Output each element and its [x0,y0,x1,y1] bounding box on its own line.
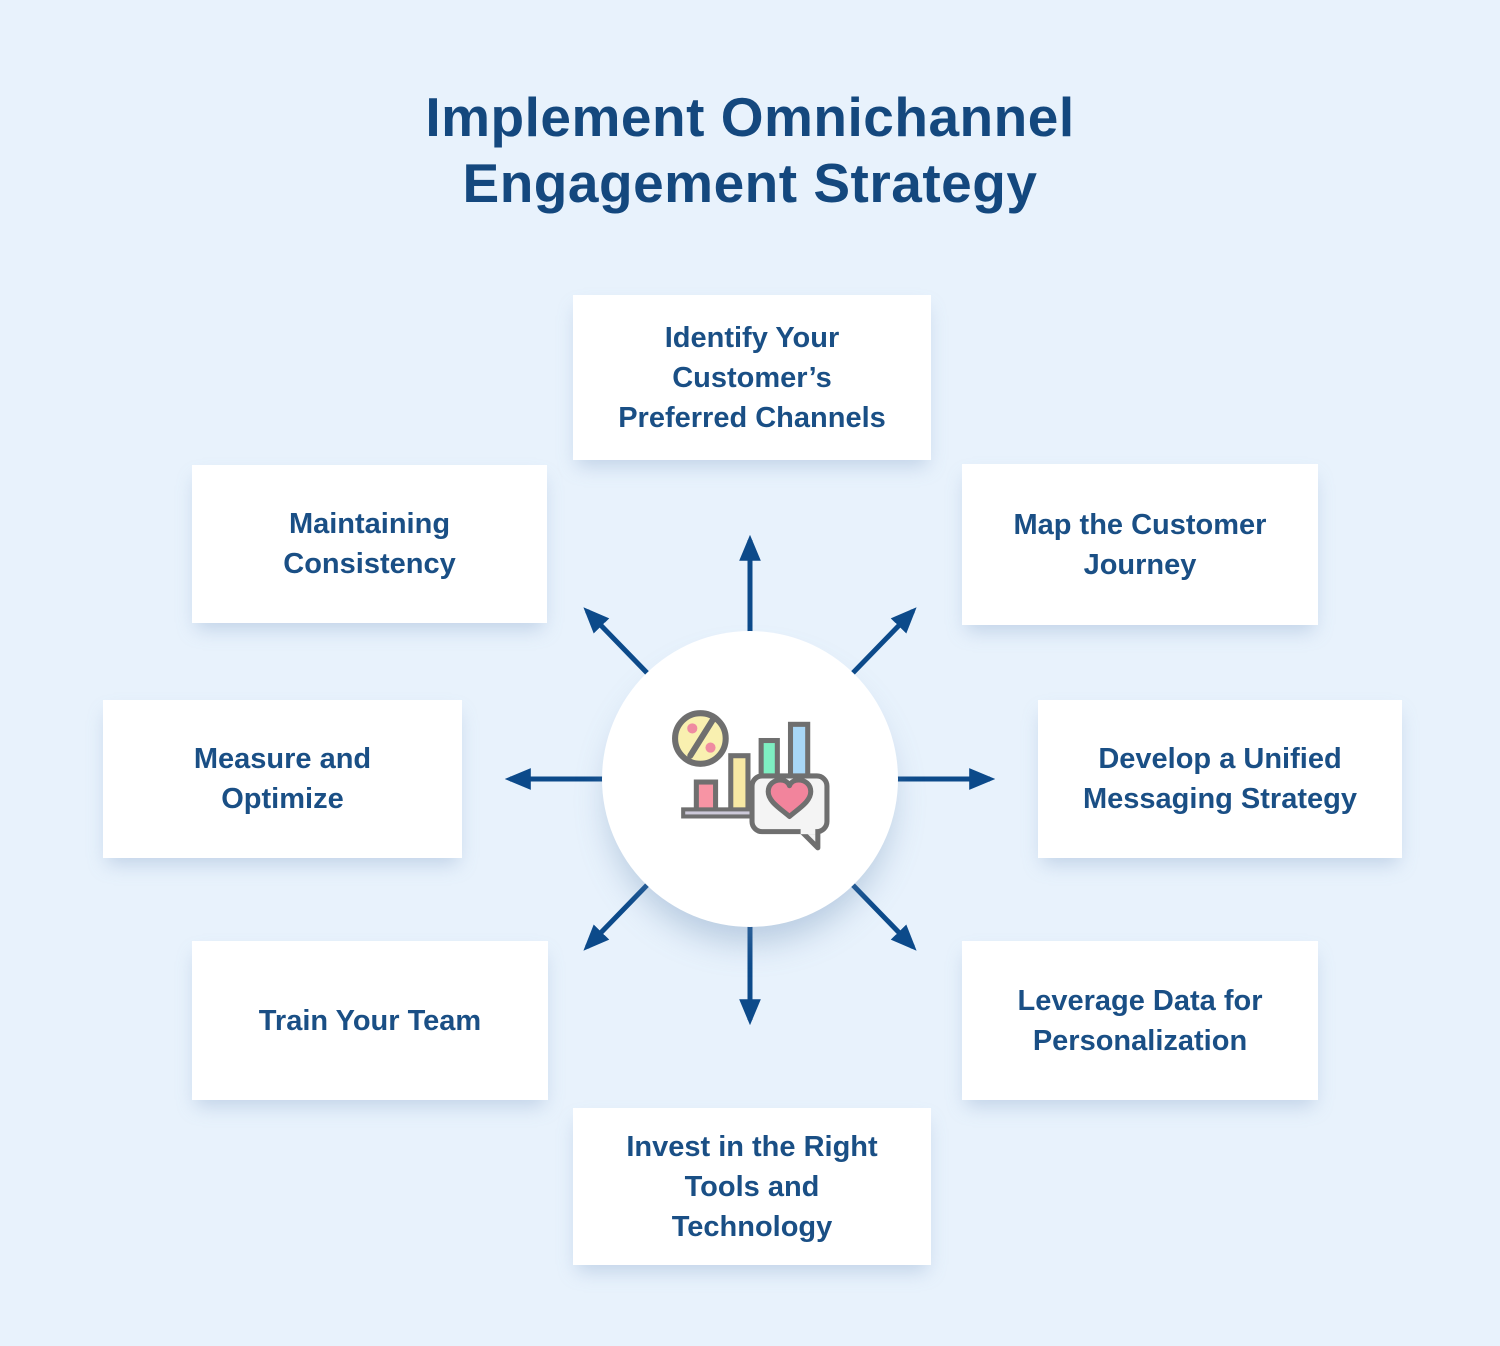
bubble-tail-join [800,827,816,835]
node-label: Measure and Optimize [194,739,371,819]
node-label-line: Messaging Strategy [1083,783,1357,815]
percent-dot-icon [687,723,698,734]
node-label-line: Preferred Channels [618,401,886,434]
node-label: Map the Customer Journey [1014,505,1267,585]
node-invest-tools-technology: Invest in the Right Tools and Technology [573,1108,931,1265]
percent-slash-icon [687,717,716,759]
node-label-line: Identify Your [664,321,840,354]
node-label: Identify Your Customer’s Preferred Chann… [618,318,886,438]
node-label-line: Train Your Team [258,1004,482,1037]
node-measure-and-optimize: Measure and Optimize [103,700,462,858]
node-label: Develop a Unified Messaging Strategy [1083,739,1357,819]
node-map-customer-journey: Map the Customer Journey [962,464,1318,625]
node-unified-messaging-strategy: Develop a Unified Messaging Strategy [1038,700,1402,858]
node-label: Leverage Data for Personalization [1018,981,1263,1061]
node-identify-preferred-channels: Identify Your Customer’s Preferred Chann… [573,295,931,460]
node-label-line: Personalization [1032,1024,1248,1057]
node-train-your-team: Train Your Team [192,941,548,1100]
node-label-line: Consistency [283,548,456,580]
node-label-line: Invest in the Right [626,1130,878,1163]
node-label-line: Customer’s [672,361,832,394]
node-label-line: Technology [671,1210,833,1243]
node-label-line: Tools and [684,1170,820,1203]
node-label-line: Leverage Data for [1017,984,1263,1017]
node-label-line: Measure and [193,743,372,775]
center-hub [602,631,898,927]
node-label: Invest in the Right Tools and Technology [626,1127,877,1247]
engagement-analytics-icon [672,710,830,851]
node-maintaining-consistency: Maintaining Consistency [192,465,547,623]
node-leverage-data-personalization: Leverage Data for Personalization [962,941,1318,1100]
node-label-line: Journey [1083,548,1197,581]
node-label: Train Your Team [259,1001,481,1041]
node-label-line: Develop a Unified [1098,743,1342,775]
node-label: Maintaining Consistency [283,504,455,584]
page-title-line: Implement Omnichannel [425,86,1075,148]
heart-icon [765,777,814,819]
page-title-line: Engagement Strategy [462,152,1038,214]
node-label-line: Map the Customer [1013,508,1267,541]
page-title: Implement Omnichannel Engagement Strateg… [0,84,1500,216]
node-label-line: Maintaining [288,508,451,540]
bar-yellow-icon [728,753,751,815]
node-label-line: Optimize [221,783,344,815]
percent-dot-icon [705,742,716,753]
